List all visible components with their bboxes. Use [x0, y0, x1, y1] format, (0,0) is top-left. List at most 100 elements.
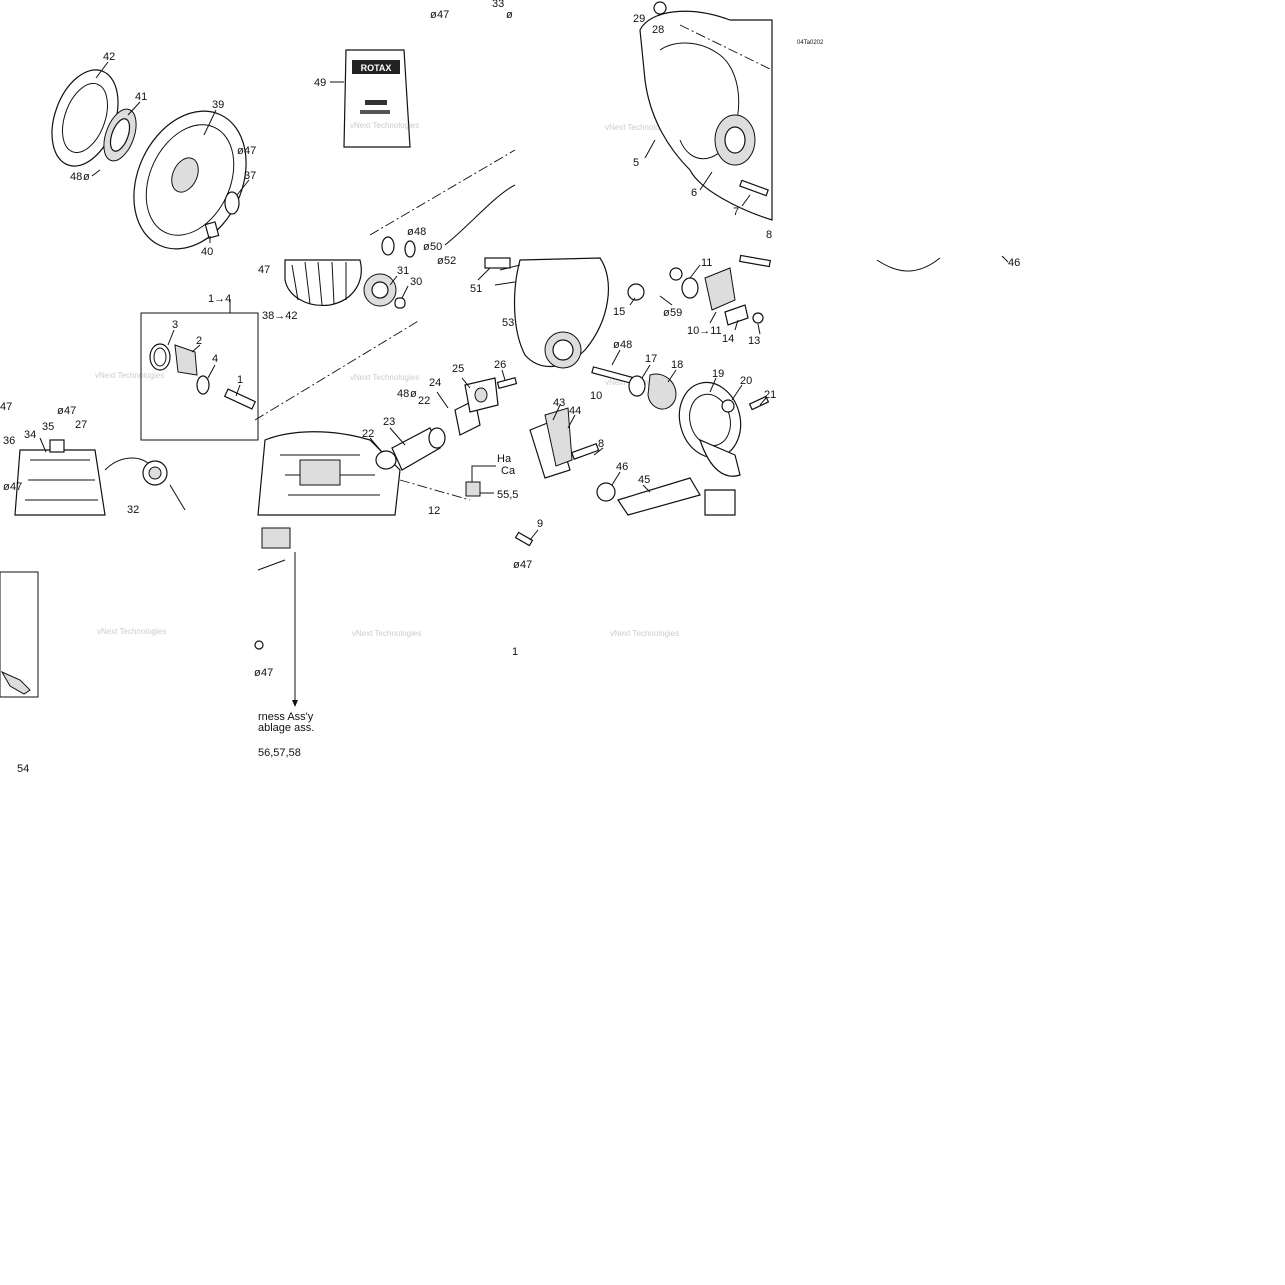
callout-9: 9: [537, 518, 543, 530]
callout-21: 21: [764, 389, 776, 401]
thermostat-group: [529, 404, 736, 516]
crankcase-cover: [639, 1, 773, 221]
callout-25: 25: [452, 363, 464, 375]
callout-23: 23: [383, 416, 395, 428]
callout-36: 36: [3, 435, 15, 447]
bolt-9: [514, 529, 539, 547]
coupling-sleeve: [369, 369, 518, 471]
seal-group-48-50: [381, 236, 416, 258]
callout-47-rotor: 47: [258, 264, 270, 276]
callout-range-38-42: 38→42: [262, 310, 297, 322]
callout-26: 26: [494, 359, 506, 371]
harness-partial-1: Ha: [497, 453, 512, 465]
drop-47-top: ø: [430, 9, 437, 21]
callout-53: 53: [502, 317, 514, 329]
callout-11: 11: [701, 257, 712, 269]
callout-33: 33: [492, 0, 504, 10]
drop-47-stator-low: ø: [3, 481, 10, 493]
drop-48-sleeve: ø: [410, 388, 417, 400]
callout-range-1-4: 1→4: [208, 293, 231, 305]
sensor-group: [627, 254, 771, 335]
callout-7: 7: [733, 206, 739, 218]
drop-48-impeller: ø: [613, 339, 620, 351]
callout-41: 41: [135, 91, 147, 103]
harness-note-ref: 56,57,58: [258, 747, 301, 759]
harness-lead: [254, 527, 298, 707]
drop-47-stator: ø: [57, 405, 64, 417]
stator-rotor: [284, 259, 409, 309]
inset-box-fragment: [0, 571, 39, 698]
callout-20: 20: [740, 375, 752, 387]
drop-47-lower: ø: [254, 667, 261, 679]
drop-52: ø: [437, 255, 444, 267]
callout-43: 43: [553, 397, 565, 409]
callout-54: 54: [17, 763, 29, 775]
callout-12: 12: [428, 505, 440, 517]
callout-24: 24: [429, 377, 441, 389]
callout-15: 15: [613, 306, 625, 318]
callout-22-left: 22: [362, 428, 374, 440]
callout-8-top: 8: [766, 229, 772, 241]
drop-50: ø: [423, 241, 430, 253]
callout-3: 3: [172, 319, 178, 331]
stator-assembly: [14, 437, 186, 516]
callout-48-top: 48: [414, 226, 426, 238]
callout-19: 19: [712, 368, 724, 380]
callout-44: 44: [569, 405, 581, 417]
callout-48-impeller: 48: [620, 339, 632, 351]
callout-47-stator-low: 47: [10, 481, 22, 493]
callout-22-right: 22: [418, 395, 430, 407]
callout-27: 27: [75, 419, 87, 431]
callout-48-flywheel: 48: [70, 171, 82, 183]
watermark-7: vNext Technologies: [352, 629, 421, 638]
callout-range-10-11: 10→11: [687, 325, 722, 337]
watermark-4: vNext Technologies: [350, 373, 419, 382]
callout-46-right: 46: [1008, 257, 1020, 269]
callout-8: 8: [598, 438, 604, 450]
brand-label: ROTAX: [361, 63, 392, 73]
callout-55: 55,5: [497, 489, 518, 501]
drop-47-bolt9: ø: [513, 559, 520, 571]
callout-48-sleeve: 48: [397, 388, 409, 400]
owner-manual: ROTAX: [330, 49, 411, 148]
pump-housing: [477, 257, 610, 369]
callout-42: 42: [103, 51, 115, 63]
impeller-assembly: [591, 349, 770, 477]
drop-33: ø: [506, 9, 513, 21]
drop-48-top: ø: [407, 226, 414, 238]
callout-2: 2: [196, 335, 202, 347]
callout-47-flywheel: 47: [244, 145, 256, 157]
harness-connector: [465, 465, 496, 497]
callout-47-lower: 47: [261, 667, 273, 679]
callout-32: 32: [127, 504, 139, 516]
flywheel-group: [51, 61, 250, 250]
callout-51: 51: [470, 283, 482, 295]
callout-5: 5: [633, 157, 639, 169]
harness-note-line2: ablage ass.: [258, 722, 314, 734]
callout-1-lower: 1: [512, 646, 518, 658]
callout-47-left: 47: [0, 401, 12, 413]
drop-47-flywheel: ø: [237, 145, 244, 157]
callout-50: 50: [430, 241, 442, 253]
callout-35: 35: [42, 421, 54, 433]
engine-block: [257, 431, 401, 516]
diagram-code: 04Ta0202: [797, 40, 824, 46]
drop-48-flywheel: ø: [83, 171, 90, 183]
callout-30: 30: [410, 276, 422, 288]
harness-partial-2: Ca: [501, 465, 516, 477]
watermark-3: vNext Technologies: [95, 371, 164, 380]
hose-fragment: [876, 257, 941, 272]
callout-34: 34: [24, 429, 36, 441]
callout-46: 46: [616, 461, 628, 473]
callout-40: 40: [201, 246, 213, 258]
pump-seal-box: [140, 300, 259, 441]
callout-52: 52: [444, 255, 456, 267]
harness-note-line1: rness Ass'y: [258, 711, 314, 723]
callout-47-bolt9: 47: [520, 559, 532, 571]
callout-6: 6: [691, 187, 697, 199]
callout-13: 13: [748, 335, 760, 347]
drop-59: ø: [663, 307, 670, 319]
callout-59: 59: [670, 307, 682, 319]
callout-31: 31: [397, 265, 409, 277]
